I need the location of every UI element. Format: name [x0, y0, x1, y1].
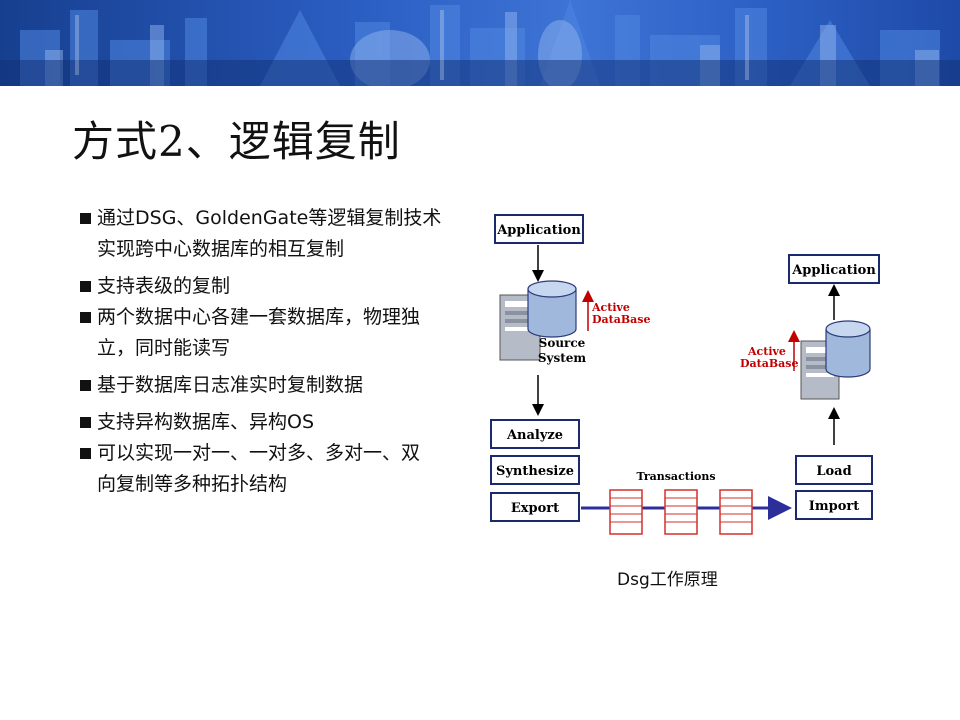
target-application-label: Application	[791, 263, 876, 278]
bullet-line: 两个数据中心各建一套数据库，物理独	[97, 306, 421, 328]
export-label: Export	[511, 501, 559, 516]
transaction-ledger-icon	[609, 489, 643, 535]
load-box: Load	[795, 455, 873, 485]
bullet-line: 可以实现一对一、一对多、多对一、双	[97, 442, 421, 464]
source-system-label-2: System	[538, 351, 587, 365]
active-db-right-label-2: DataBase	[740, 357, 799, 370]
bullet-item: 支持异构数据库、异构OS	[80, 407, 470, 438]
export-box: Export	[490, 492, 580, 522]
source-system-label-1: Source	[539, 336, 586, 350]
dsg-diagram: Application Source System Active DataBas…	[490, 214, 880, 535]
active-db-left-label-1: Active	[591, 301, 630, 314]
synthesize-label: Synthesize	[496, 464, 574, 479]
square-bullet-icon	[80, 213, 91, 224]
square-bullet-icon	[80, 281, 91, 292]
transaction-ledger-icon	[719, 489, 753, 535]
transaction-ledger-icon	[664, 489, 698, 535]
bullet-item: 基于数据库日志准实时复制数据	[80, 370, 470, 401]
source-application-box: Application	[494, 214, 584, 244]
bullet-item: 两个数据中心各建一套数据库，物理独 立，同时能读写	[80, 302, 470, 364]
bullet-item: 可以实现一对一、一对多、多对一、双 向复制等多种拓扑结构	[80, 438, 470, 500]
bullet-line: 通过DSG、GoldenGate等逻辑复制技术	[97, 207, 442, 229]
bullet-line: 实现跨中心数据库的相互复制	[97, 238, 345, 260]
header-banner	[0, 0, 960, 86]
analyze-box: Analyze	[490, 419, 580, 449]
bullet-line: 向复制等多种拓扑结构	[97, 473, 288, 495]
bullet-line: 支持异构数据库、异构OS	[97, 411, 315, 433]
transactions-label: Transactions	[636, 470, 715, 483]
bullet-line: 基于数据库日志准实时复制数据	[97, 374, 364, 396]
diagram-caption: Dsg工作原理	[617, 570, 718, 590]
bullet-item: 支持表级的复制	[80, 271, 470, 302]
bullet-list: 通过DSG、GoldenGate等逻辑复制技术 实现跨中心数据库的相互复制 支持…	[80, 203, 470, 500]
square-bullet-icon	[80, 380, 91, 391]
load-label: Load	[816, 464, 851, 479]
bullet-item: 通过DSG、GoldenGate等逻辑复制技术 实现跨中心数据库的相互复制	[80, 203, 470, 265]
import-label: Import	[809, 499, 859, 514]
import-box: Import	[795, 490, 873, 520]
active-db-right-label-1: Active	[747, 345, 786, 358]
target-system-icon	[800, 320, 871, 400]
active-db-left-label-2: DataBase	[592, 313, 651, 326]
bullet-line: 立，同时能读写	[97, 337, 231, 359]
target-application-box: Application	[788, 254, 880, 284]
square-bullet-icon	[80, 448, 91, 459]
skyline-graphic	[0, 0, 960, 86]
bullet-line: 支持表级的复制	[97, 275, 231, 297]
source-application-label: Application	[496, 223, 581, 238]
square-bullet-icon	[80, 417, 91, 428]
square-bullet-icon	[80, 312, 91, 323]
source-system-icon	[499, 280, 577, 361]
synthesize-box: Synthesize	[490, 455, 580, 485]
slide-title: 方式2、逻辑复制	[72, 117, 401, 166]
analyze-label: Analyze	[506, 428, 563, 443]
